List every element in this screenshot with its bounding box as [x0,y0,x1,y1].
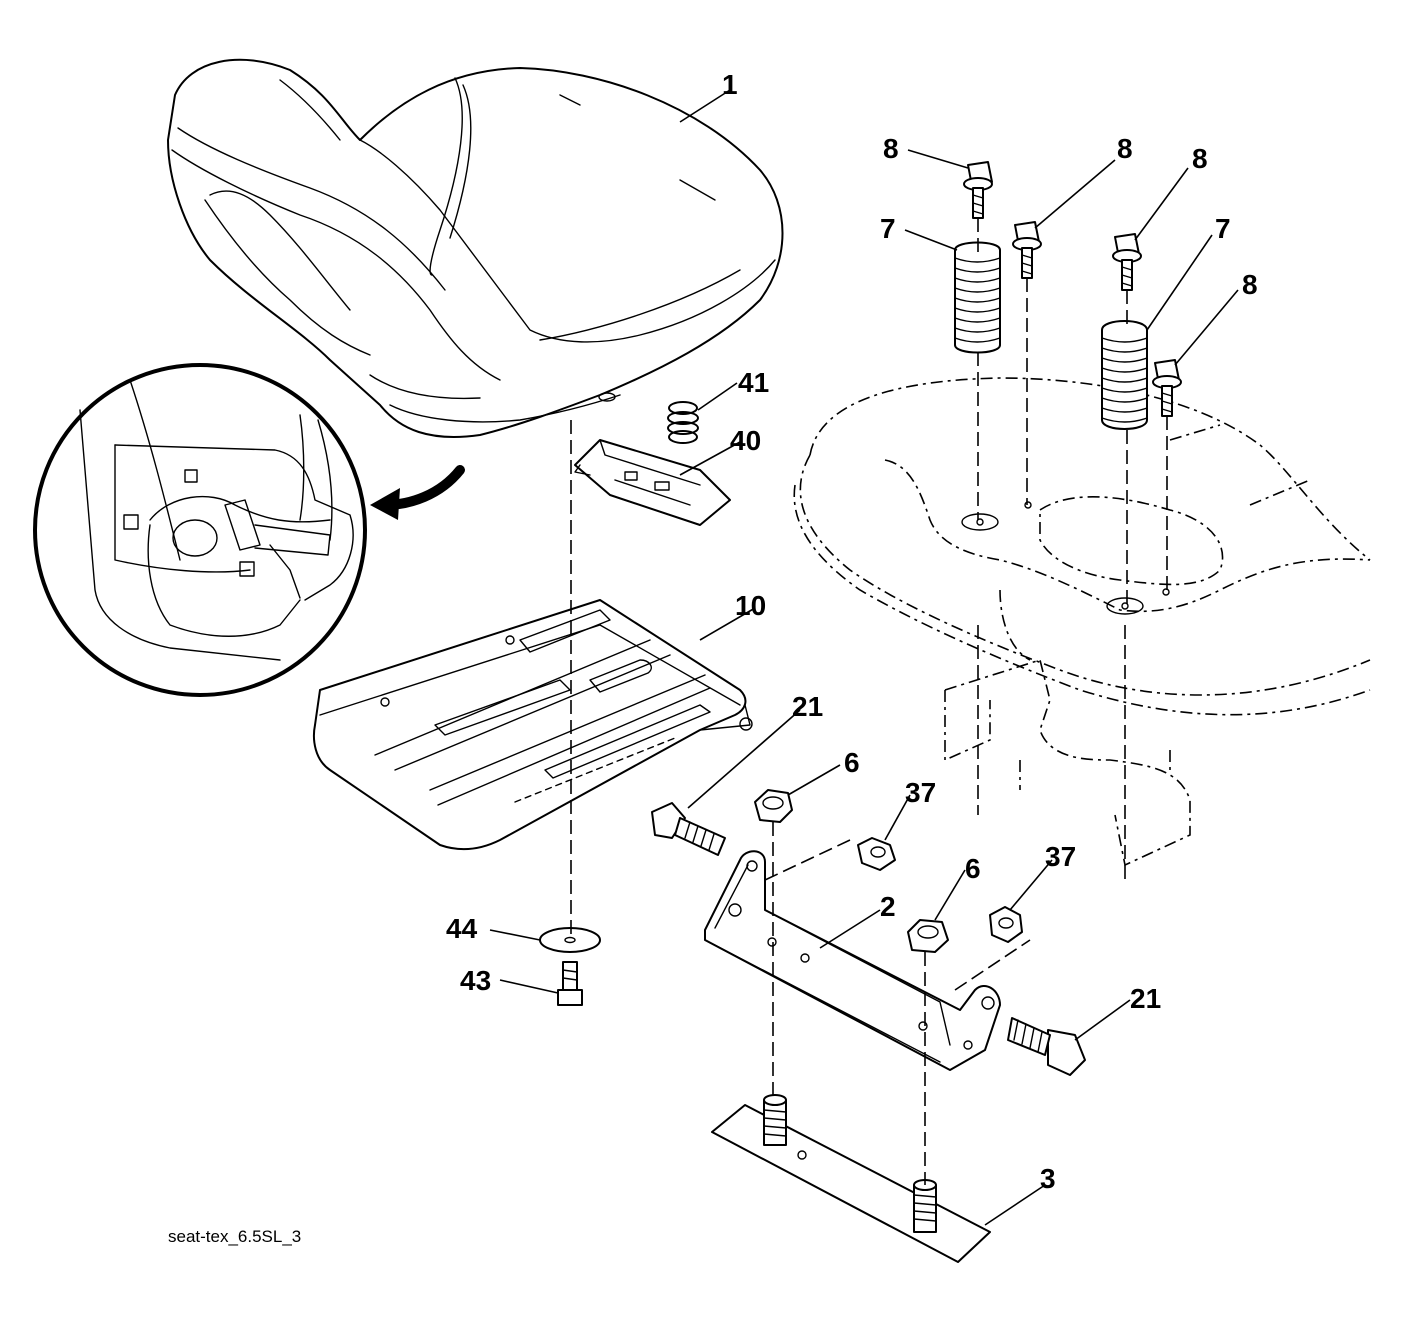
callout-7-left: 7 [880,213,896,244]
callout-41: 41 [738,367,769,398]
seat-cushion [167,58,784,438]
locknut-37-a [857,837,896,871]
callout-37-b: 37 [1045,841,1076,872]
spring-7-right [1101,320,1148,430]
callout-44: 44 [446,913,478,944]
callout-37-a: 37 [905,777,936,808]
callout-10: 10 [735,590,766,621]
spring-7-left [954,241,1001,354]
bracket-2 [704,850,1001,1071]
callout-1: 1 [722,69,738,100]
bolt-8-a [963,161,993,219]
seat-pan-slots [514,737,676,803]
small-spring-41 [667,401,699,444]
callout-6-a: 6 [844,747,860,778]
callout-40: 40 [730,425,761,456]
clip-40 [574,439,731,526]
base-plate-3 [711,1094,991,1263]
bolt-8-b [1012,221,1042,279]
bolt-8-d [1152,359,1182,417]
leader-lines [489,89,1239,1226]
callout-8-a: 8 [883,133,899,164]
callout-3: 3 [1040,1163,1056,1194]
callout-6-b: 6 [965,853,981,884]
bolt-21-right [1007,1017,1086,1076]
frame-outline [793,377,1371,867]
callout-7-right: 7 [1215,213,1231,244]
locknut-37-b [989,906,1023,943]
washer-44 [539,927,601,953]
assembly-lines [570,218,1168,1185]
nut-6-b [907,919,949,953]
callout-21-right: 21 [1130,983,1161,1014]
callout-8-d: 8 [1242,269,1258,300]
bolt-21-left [651,802,726,856]
callout-8-c: 8 [1192,143,1208,174]
callout-2: 2 [880,891,896,922]
detail-inset [33,363,465,697]
diagram-caption: seat-tex_6.5SL_3 [168,1227,301,1246]
seat-pan-10 [312,599,753,851]
callout-8-b: 8 [1117,133,1133,164]
callout-43: 43 [460,965,491,996]
bolt-8-c [1112,233,1142,291]
nut-6-a [754,789,793,823]
screw-43 [557,961,583,1006]
callout-labels: 1 8 8 8 8 7 7 41 40 10 21 6 37 6 37 2 21… [446,69,1258,1194]
callout-21-left: 21 [792,691,823,722]
